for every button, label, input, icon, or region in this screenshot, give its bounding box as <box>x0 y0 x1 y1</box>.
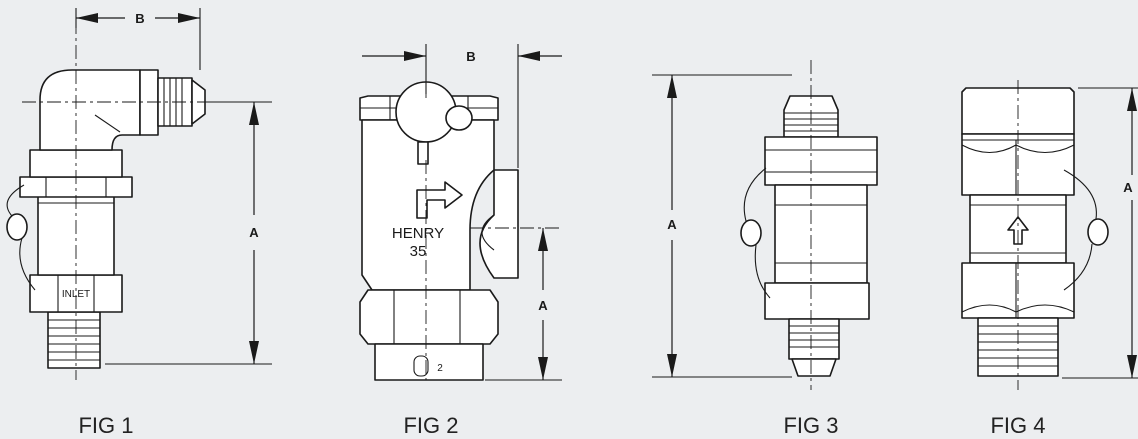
fig2-dimension-b: B <box>362 44 562 168</box>
fig4-dim-a-label: A <box>1123 180 1133 195</box>
fig1-dimension-b: B <box>75 8 201 70</box>
fig2-dimension-a: A <box>485 228 562 381</box>
fig3-bottom-thread <box>788 318 840 360</box>
fig2-caption: FIG 2 <box>403 413 458 438</box>
fig1-caption: FIG 1 <box>78 413 133 438</box>
fig1-dim-a-label: A <box>249 225 259 240</box>
fig2-cap <box>445 105 473 131</box>
fig1-cap <box>6 213 28 241</box>
fig1-dim-b-label: B <box>135 11 144 26</box>
flow-direction-arrow-icon <box>416 181 463 219</box>
fig1-inlet-label: INLET <box>62 289 90 300</box>
fig1-bottom-thread <box>47 311 101 369</box>
fig2-dim-a-label: A <box>538 298 548 313</box>
fig3-bottom-tip <box>791 358 837 377</box>
fig2-model-label: 35 <box>410 243 427 260</box>
fig2-dim-b-label: B <box>466 49 475 64</box>
fig3-dimension-a: A <box>652 74 792 378</box>
fig4-valve <box>961 80 1109 390</box>
fig2-stem <box>417 141 429 165</box>
fig3-caption: FIG 3 <box>783 413 838 438</box>
fig4-caption: FIG 4 <box>990 413 1045 438</box>
fig3-dim-a-label: A <box>667 217 677 232</box>
fig2-side-outlet <box>479 169 519 279</box>
fig2-brand-label: HENRY <box>392 225 444 242</box>
fig3-valve <box>740 60 878 390</box>
fig2-hex <box>359 289 499 345</box>
fig2-tag <box>413 355 429 377</box>
fig1-flare-hex <box>139 69 159 136</box>
fig3-lower-hex <box>764 282 870 320</box>
fig1-elbow <box>39 69 141 151</box>
fig3-upper-hex <box>764 136 878 186</box>
fig2-tag-label: 2 <box>437 363 443 374</box>
fig4-dimension-a: A <box>1062 87 1138 379</box>
fig3-body <box>774 184 868 284</box>
fig4-cap <box>1087 218 1109 246</box>
fig2-valve: HENRY 35 2 <box>359 44 560 381</box>
fig1-valve: INLET <box>6 20 215 380</box>
fig3-cap <box>740 219 762 247</box>
fig1-dimension-a: A <box>105 101 272 365</box>
fig2-base <box>374 343 484 381</box>
